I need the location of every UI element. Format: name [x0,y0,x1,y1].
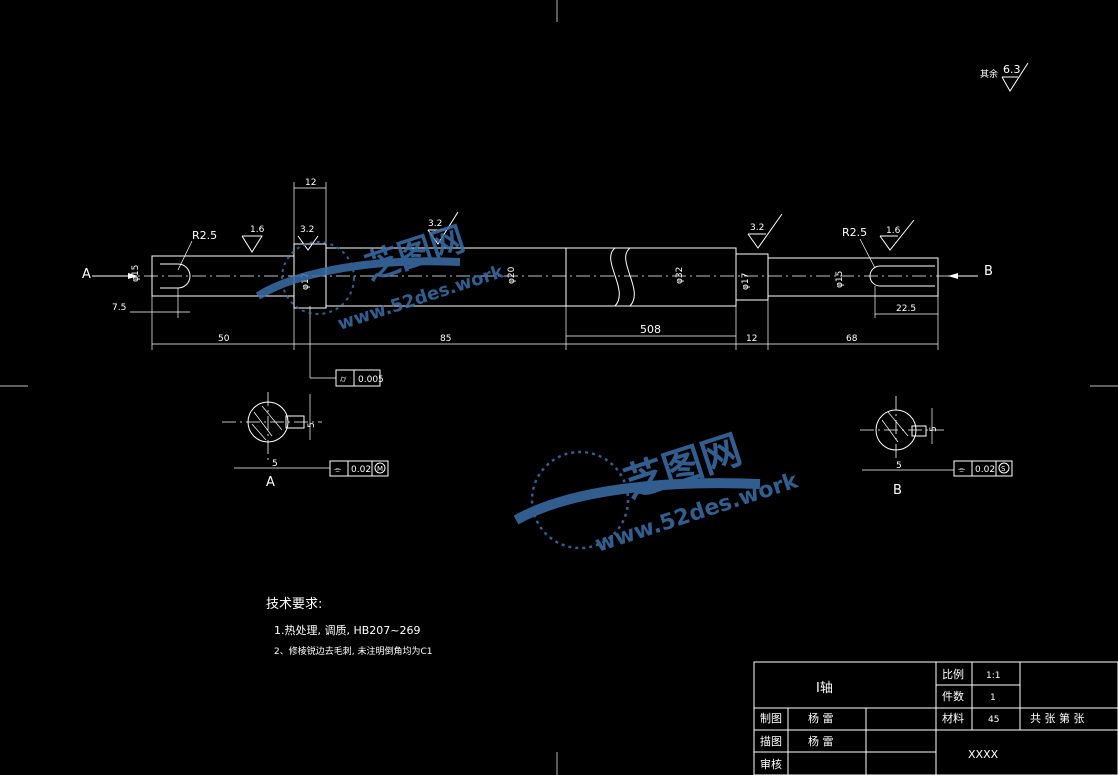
roughness-symbol-3: 3.2 [427,211,459,245]
dim-85: 85 [440,334,451,344]
part-name: I轴 [816,681,833,696]
roughness-symbol-4: 3.2 [747,213,783,249]
title-block: I轴 比例 1:1 件数 1 材料 45 共 张 第 张 制图 杨 雷 描图 杨… [753,661,1118,775]
global-roughness-label: 其余 [980,68,998,80]
dim-12-top: 12 [305,178,316,188]
dia-mid2-label: φ32 [675,267,685,284]
sym-b-tol: 0.02 [975,465,995,475]
svg-text:3.2: 3.2 [428,219,442,229]
arrow-label-b: B [984,264,993,279]
global-roughness: 其余 6.3 [980,62,1029,92]
tech-requirements: 技术要求: 1.热处理, 调质, HB207~269 2、修棱锐边去毛刺, 未注… [266,597,432,657]
key-left-dim: 5 [307,422,317,428]
radius-left: R2.5 [192,229,217,242]
roughness-symbol-5: 1.6 [879,219,915,251]
svg-text:⌯: ⌯ [958,465,966,475]
cyl-tolerance: 0.005 [358,375,384,385]
svg-text:3.2: 3.2 [750,223,764,233]
section-label-a: A [266,475,275,490]
dim-50: 50 [218,334,230,344]
section-a: 5 5 ⌯ 0.02 M A [222,392,389,490]
sym-b-mod: S [1001,465,1006,473]
arrow-label-a: A [82,267,91,282]
tech-title: 技术要求: [266,597,322,612]
traced-name: 杨 雷 [808,734,834,748]
drawn-name: 杨 雷 [808,711,834,725]
watermark-2: 芝图网 www.52des.work [513,427,802,558]
sheets-text: 共 张 第 张 [1030,711,1085,725]
svg-text:3.2: 3.2 [300,225,314,235]
watermark-1: 芝图网 www.52des.work [255,219,507,335]
key-left-depth: 5 [272,459,278,469]
tech-line-1: 1.热处理, 调质, HB207~269 [274,624,421,637]
key-right-dim: 5 [929,426,939,432]
global-roughness-value: 6.3 [1003,63,1021,76]
drawing-code: XXXX [968,748,999,761]
scale-label: 比例 [942,667,964,681]
sym-a-tol: 0.02 [351,465,371,475]
roughness-symbol-2: 3.2 [297,225,319,251]
svg-text:1.6: 1.6 [886,226,901,236]
dia-right1-label: φ17 [741,273,751,290]
key-right-depth: 5 [896,461,902,471]
dim-7-5: 7.5 [112,303,126,313]
dim-22-5: 22.5 [896,304,916,314]
dim-12-bottom: 12 [746,334,757,344]
roughness-symbol-1: 1.6 [241,225,265,253]
shaft-main-view: A B R2.5 R2.5 1.6 3.2 3.2 3.2 1.6 [82,178,993,387]
tech-line-2: 2、修棱锐边去毛刺, 未注明倒角均为C1 [274,645,432,657]
svg-text:1.6: 1.6 [250,225,265,235]
sym-a-mod: M [377,465,383,473]
dim-508: 508 [640,323,661,336]
scale-value: 1:1 [986,671,1000,681]
qty-label: 件数 [942,690,964,703]
section-b: 5 5 ⌯ 0.02 S B [860,396,1013,498]
section-label-b: B [893,483,902,498]
radius-right: R2.5 [842,226,867,239]
dia-left-label: φ15 [131,265,141,282]
material-value: 45 [988,715,999,725]
check-label: 审核 [760,757,782,771]
svg-text:⌯: ⌯ [334,465,342,475]
dim-68: 68 [846,334,858,344]
traced-label: 描图 [760,734,782,748]
cyl-symbol: ⌭ [340,375,347,385]
drawn-label: 制图 [760,712,782,725]
material-label: 材料 [942,711,964,725]
dia-left2-label: φ17 [301,273,311,290]
dia-mid-label: φ20 [507,266,517,284]
qty-value: 1 [990,693,996,703]
dia-right2-label: φ15 [835,271,845,288]
